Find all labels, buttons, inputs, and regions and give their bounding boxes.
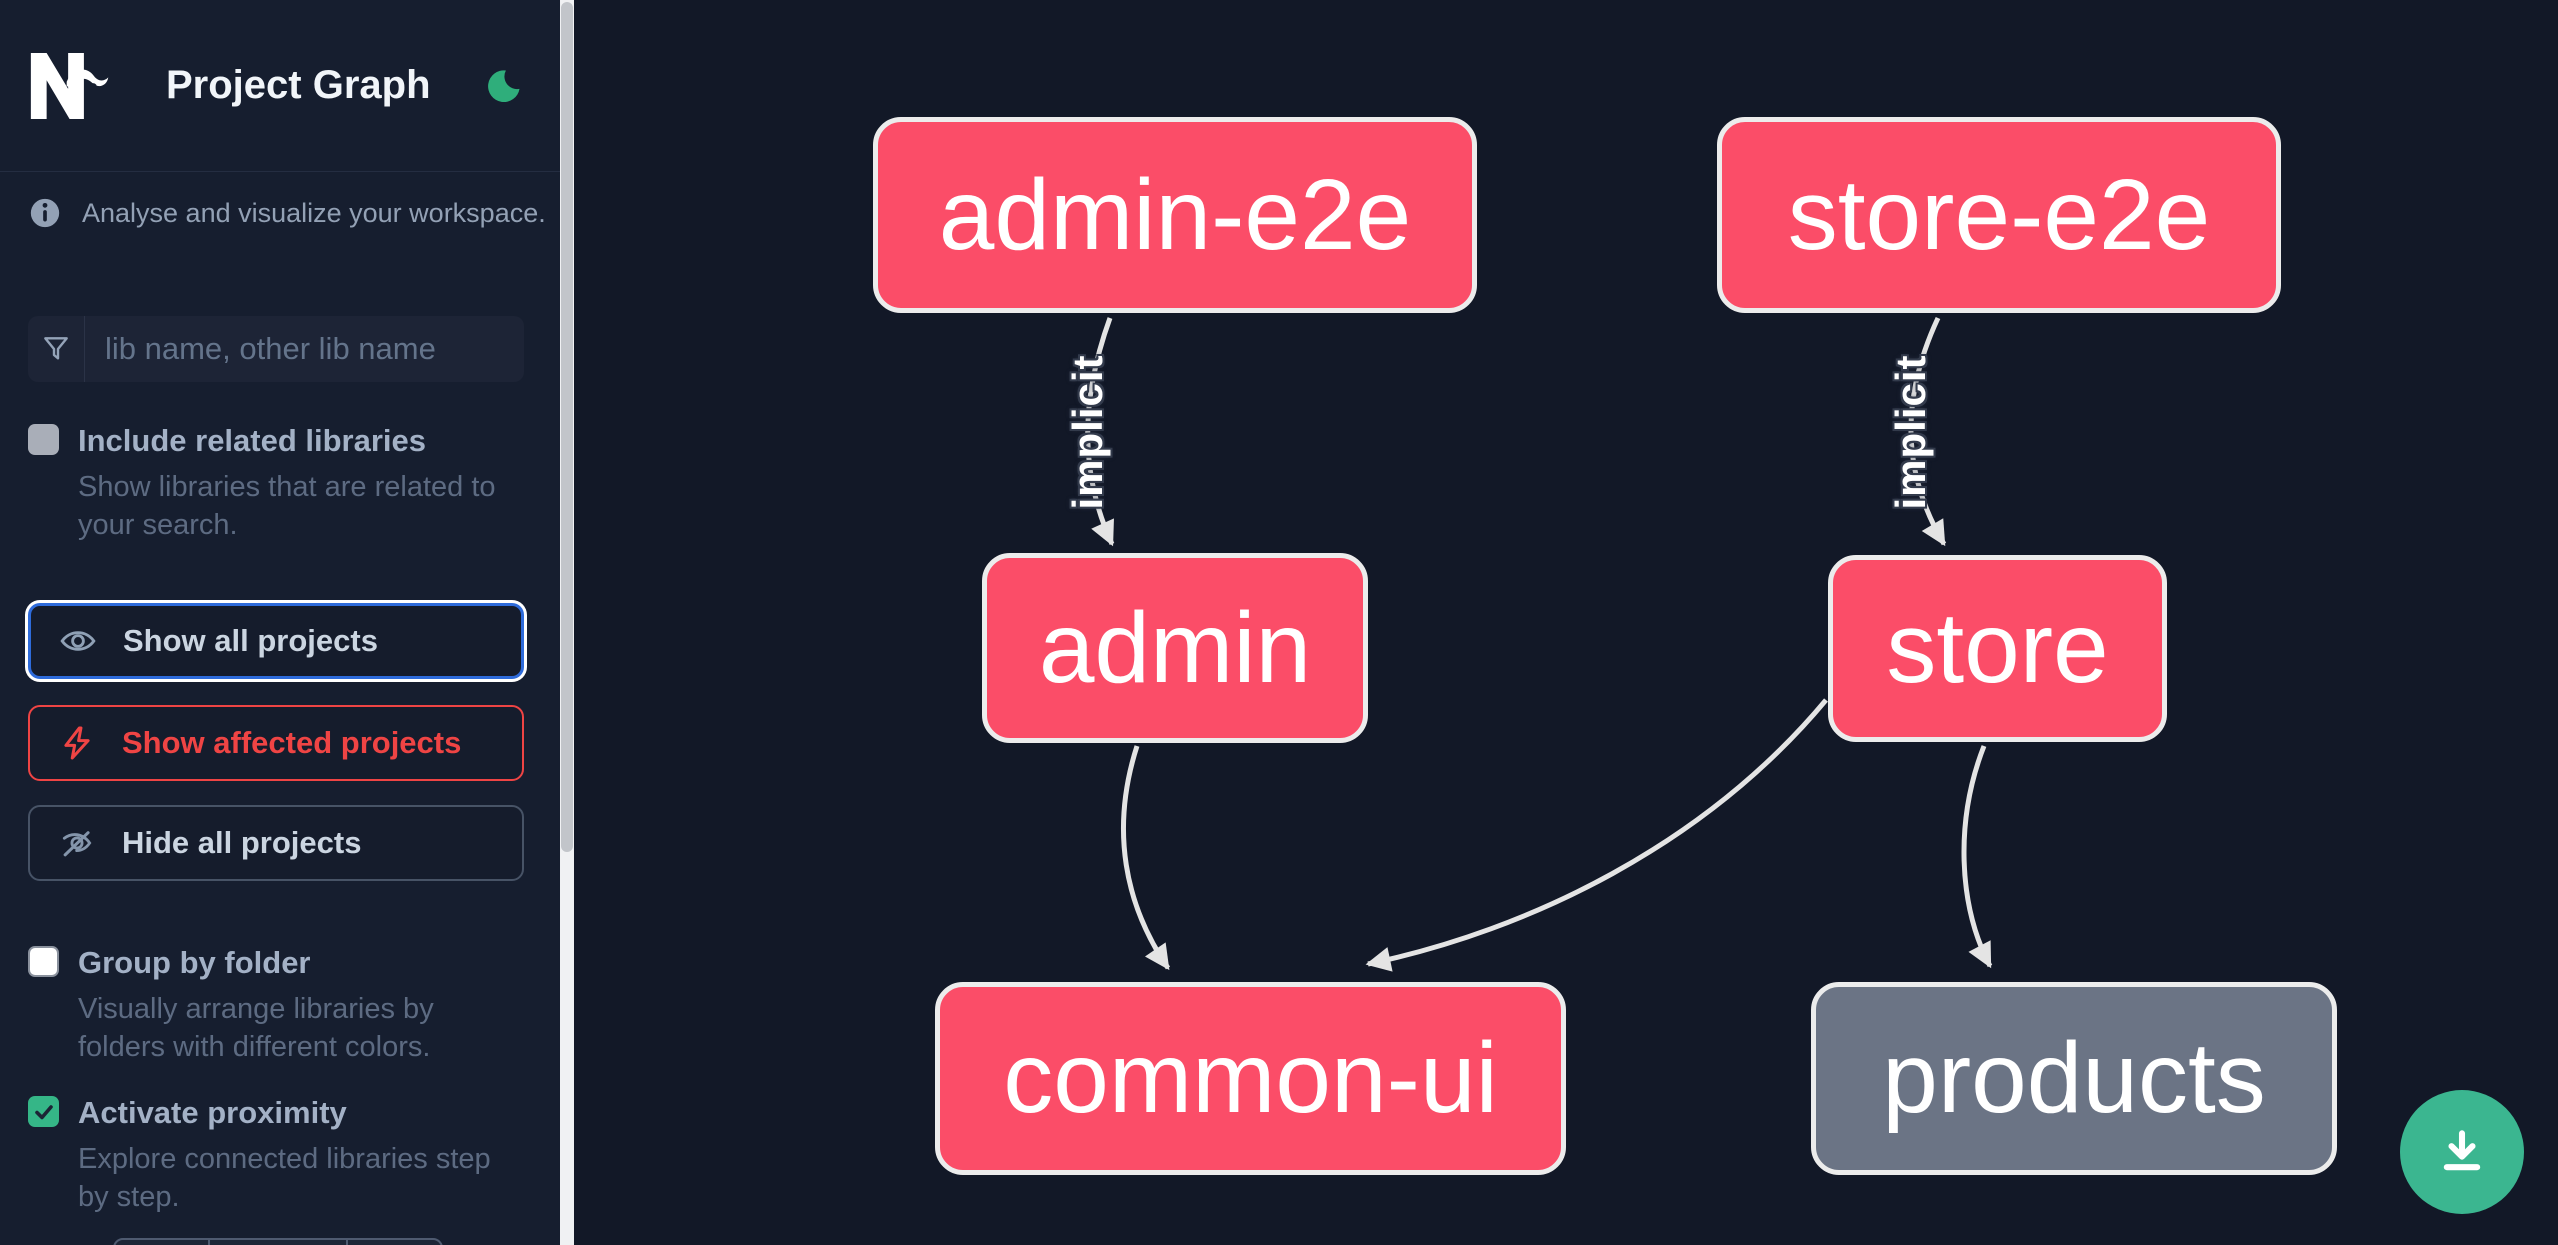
node-store-e2e[interactable]: store-e2e bbox=[1717, 117, 2281, 313]
moon-icon bbox=[488, 69, 520, 102]
edge-store-to-common-ui[interactable] bbox=[1365, 698, 1828, 972]
edge-label-implicit: implicit bbox=[1887, 354, 1934, 510]
show-all-projects-button[interactable]: Show all projects bbox=[28, 603, 524, 679]
search-input[interactable] bbox=[85, 316, 524, 382]
eye-off-icon bbox=[62, 831, 92, 857]
node-common-ui[interactable]: common-ui bbox=[935, 982, 1566, 1175]
page-title: Project Graph bbox=[166, 63, 431, 107]
proximity-value-segment[interactable] bbox=[208, 1240, 345, 1245]
edge-store-e2e-to-store[interactable] bbox=[1908, 316, 1947, 547]
download-graph-button[interactable] bbox=[2400, 1090, 2524, 1214]
workspace-tagline-row: Analyse and visualize your workspace. bbox=[28, 196, 546, 230]
lightning-bolt-icon bbox=[64, 726, 90, 760]
workspace-tagline: Analyse and visualize your workspace. bbox=[82, 197, 546, 228]
node-admin-e2e[interactable]: admin-e2e bbox=[873, 117, 1477, 313]
group-by-folder-toggle: Group by folder Visually arrange librari… bbox=[28, 946, 528, 1066]
activate-proximity-toggle: Activate proximity Explore connected lib… bbox=[28, 1096, 528, 1216]
button-label: Show all projects bbox=[123, 623, 378, 658]
sidebar-scrollbar-thumb[interactable] bbox=[561, 2, 573, 852]
node-products[interactable]: products bbox=[1811, 982, 2337, 1175]
nx-logo bbox=[30, 52, 109, 119]
toggle-label: Group by folder bbox=[78, 945, 311, 980]
node-store[interactable]: store bbox=[1828, 555, 2167, 742]
edge-label-implicit: implicit bbox=[1064, 354, 1111, 510]
node-admin[interactable]: admin bbox=[982, 553, 1368, 743]
show-affected-projects-button[interactable]: Show affected projects bbox=[28, 705, 524, 781]
group-by-folder-checkbox[interactable] bbox=[28, 946, 59, 977]
toggle-description: Show libraries that are related to your … bbox=[78, 471, 496, 541]
sidebar: Project Graph Analyse and visualize your… bbox=[0, 0, 560, 1245]
edge-store-to-products[interactable] bbox=[1961, 745, 1993, 969]
toggle-description: Explore connected libraries step by step… bbox=[78, 1143, 491, 1213]
theme-toggle-button[interactable] bbox=[484, 66, 524, 106]
hide-all-projects-button[interactable]: Hide all projects bbox=[28, 805, 524, 881]
filter-icon-cell bbox=[28, 316, 85, 382]
check-icon bbox=[34, 1104, 53, 1119]
include-related-checkbox[interactable] bbox=[28, 424, 59, 455]
toggle-label: Activate proximity bbox=[78, 1095, 347, 1130]
toggle-description: Visually arrange libraries by folders wi… bbox=[78, 993, 434, 1063]
edge-admin-e2e-to-admin[interactable] bbox=[1085, 317, 1115, 547]
proximity-depth-control bbox=[113, 1238, 443, 1245]
activate-proximity-checkbox[interactable] bbox=[28, 1096, 59, 1127]
funnel-filter-icon bbox=[44, 337, 68, 360]
sidebar-header: Project Graph bbox=[0, 0, 560, 172]
button-label: Hide all projects bbox=[122, 825, 362, 860]
info-icon bbox=[30, 198, 60, 228]
library-filter-search bbox=[28, 316, 524, 382]
toggle-label: Include related libraries bbox=[78, 423, 427, 458]
include-related-toggle: Include related libraries Show libraries… bbox=[28, 424, 528, 544]
proximity-increment-button[interactable] bbox=[345, 1240, 441, 1245]
sidebar-scrollbar-track bbox=[560, 0, 574, 1245]
proximity-decrement-button[interactable] bbox=[115, 1240, 208, 1245]
edge-admin-to-common-ui[interactable] bbox=[1121, 745, 1171, 971]
button-label: Show affected projects bbox=[122, 725, 462, 760]
eye-icon bbox=[60, 631, 96, 651]
download-icon bbox=[2443, 1130, 2481, 1171]
